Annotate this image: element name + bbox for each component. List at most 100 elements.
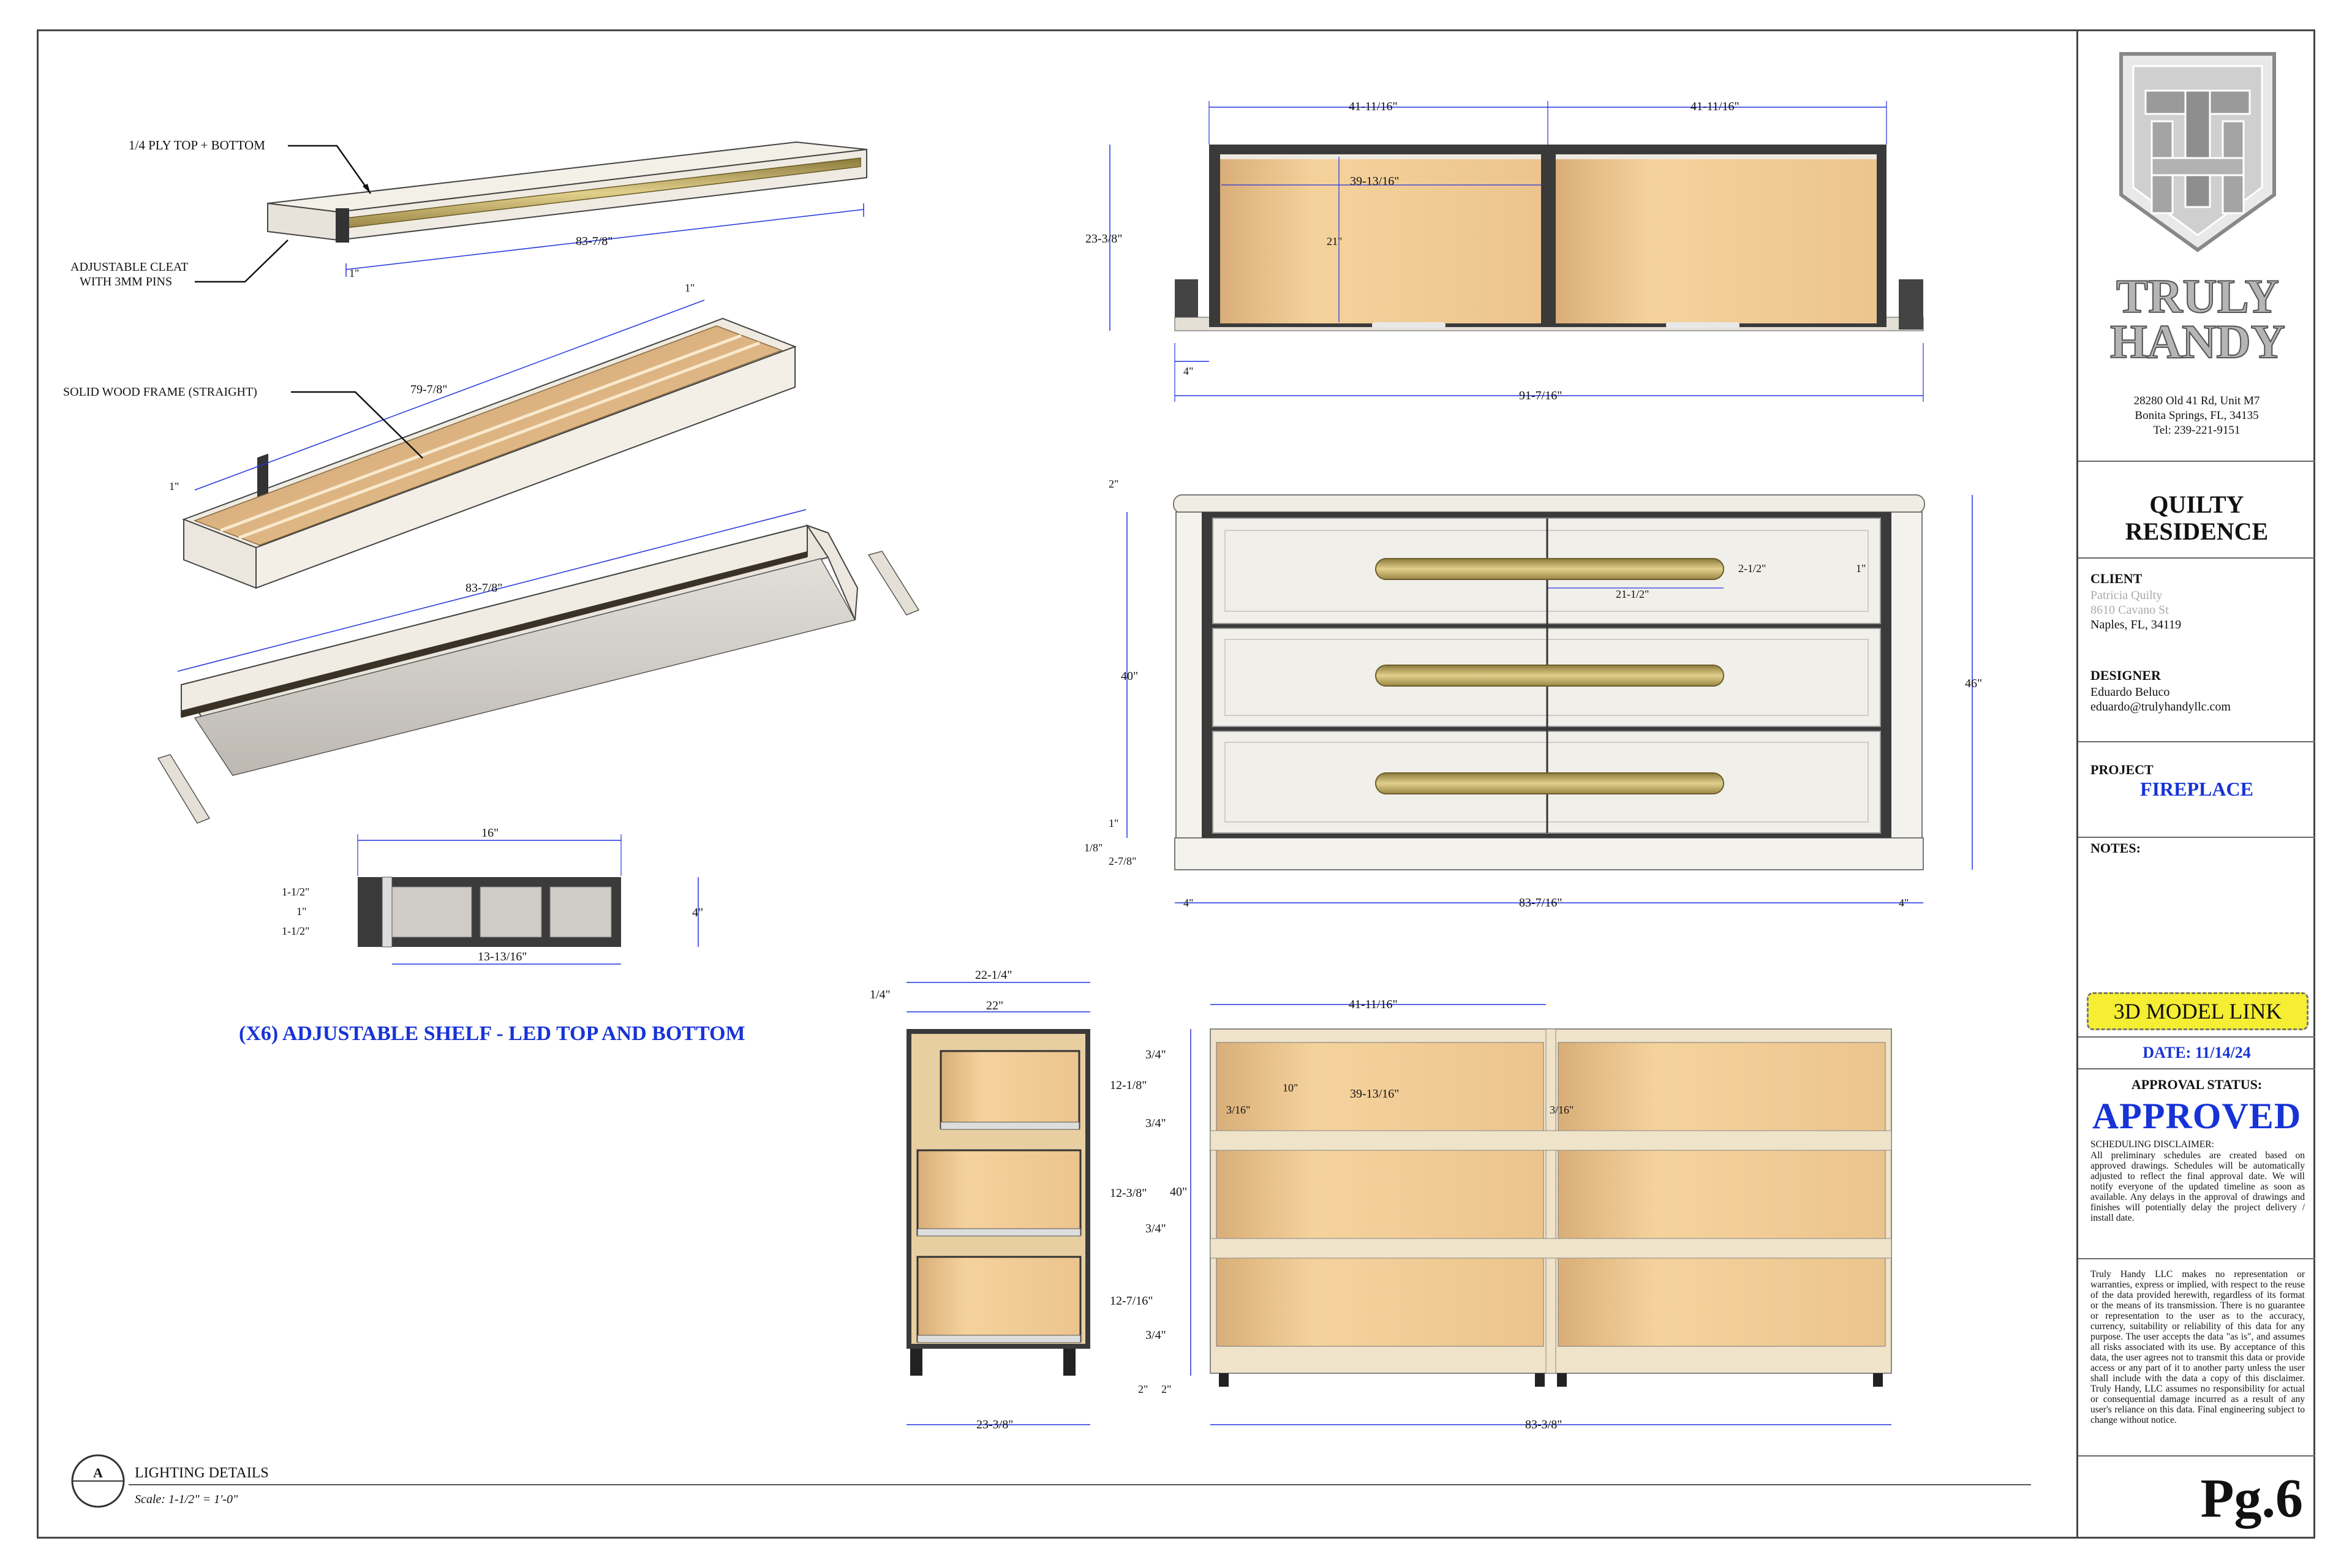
side-h1: 12-1/8" — [1110, 1079, 1147, 1092]
logo-word-2: HANDY — [2110, 315, 2285, 366]
project-title-2: RESIDENCE — [2125, 518, 2269, 545]
client-section: CLIENT Patricia Quilty 8610 Cavano St Na… — [2078, 559, 2315, 742]
dim-top-height: 1" — [349, 267, 359, 279]
detail-title: LIGHTING DETAILS — [135, 1465, 269, 1481]
open-gap-left: 3/16" — [1226, 1104, 1250, 1116]
sheet-border — [37, 29, 2315, 1539]
shelf-frame-view: 79-7/8" 1" 1" SOLID WOOD FRAME (STRAIGHT… — [63, 282, 797, 589]
3d-model-link-button[interactable]: 3D MODEL LINK — [2087, 992, 2309, 1030]
truly-handy-logo: TRULY HANDY — [2109, 52, 2286, 366]
shelf-top-view: 83-7/8" 1" 1/4 PLY TOP + BOTTOM ADJUSTAB… — [70, 138, 867, 288]
side-section: 22-1/4" 22" 1/4" 3/4" 12-1/8" 3/4" 12-3/… — [870, 968, 1191, 1431]
client-name: Patricia Quilty — [2090, 589, 2163, 602]
side-d4: 3/4" — [1145, 1329, 1166, 1342]
page-number: Pg.6 — [2200, 1468, 2303, 1529]
approval-status: APPROVED — [2092, 1096, 2302, 1136]
front-width: 83-7/16" — [1519, 896, 1562, 910]
open-gap-right: 3/16" — [1550, 1104, 1574, 1116]
notes-label: NOTES: — [2090, 840, 2141, 856]
dim-section-width: 16" — [481, 826, 499, 840]
front-reveal: 1" — [1856, 562, 1866, 575]
company-phone: Tel: 239-221-9151 — [2153, 424, 2241, 437]
plan-inner-depth: 21" — [1327, 235, 1342, 247]
side-depth: 23-3/8" — [976, 1418, 1013, 1431]
front-side-right: 4" — [1899, 897, 1909, 909]
callout-ply: 1/4 PLY TOP + BOTTOM — [129, 138, 265, 153]
plan-depth: 23-3/8" — [1085, 232, 1122, 246]
designer-label: DESIGNER — [2090, 668, 2161, 683]
project-value: FIREPLACE — [2140, 778, 2253, 800]
front-side-left: 4" — [1183, 897, 1193, 909]
company-address-2: Bonita Springs, FL, 34135 — [2135, 409, 2259, 422]
front-pull-height: 2-1/2" — [1738, 562, 1766, 575]
project-title-1: QUILTY — [2149, 491, 2244, 518]
side-leg: 2" — [1138, 1383, 1148, 1395]
notes-section: NOTES: — [2078, 838, 2315, 979]
client-label: CLIENT — [2090, 571, 2143, 586]
open-drawer-height: 10" — [1283, 1082, 1298, 1094]
plan-toe: 4" — [1183, 365, 1193, 377]
side-d3: 3/4" — [1145, 1222, 1166, 1235]
company-section: TRULY HANDY 28280 Old 41 Rd, Unit M7 Bon… — [2078, 29, 2315, 462]
plan-width-left: 41-11/16" — [1349, 100, 1398, 113]
dim-top-length: 83-7/8" — [576, 235, 612, 248]
designer-name: Eduardo Beluco — [2090, 685, 2170, 699]
logo-word-1: TRULY — [2116, 270, 2279, 323]
side-h2: 12-3/8" — [1110, 1186, 1147, 1200]
open-drawer-width: 39-13/16" — [1350, 1087, 1399, 1101]
plan-total: 91-7/16" — [1519, 389, 1562, 402]
side-top-offset: 1/4" — [870, 988, 891, 1001]
plan-inner-width: 39-13/16" — [1350, 175, 1399, 188]
side-d2: 3/4" — [1145, 1117, 1166, 1130]
title-block: TRULY HANDY 28280 Old 41 Rd, Unit M7 Bon… — [2076, 29, 2315, 1539]
client-street: 8610 Cavano St — [2090, 603, 2169, 617]
dim-frame-w1: 1" — [685, 282, 695, 294]
dim-section-b: 1" — [296, 905, 306, 918]
open-width: 41-11/16" — [1349, 998, 1398, 1011]
front-total-height: 46" — [1965, 677, 1982, 690]
shelf-title: (X6) ADJUSTABLE SHELF - LED TOP AND BOTT… — [239, 1022, 745, 1045]
disclaimer-title: SCHEDULING DISCLAIMER: — [2090, 1139, 2214, 1150]
date-divider — [2078, 1036, 2315, 1069]
side-h3: 12-7/16" — [1110, 1294, 1153, 1308]
approval-label: APPROVAL STATUS: — [2131, 1077, 2263, 1092]
shelf-section: 16" 4" 13-13/16" 1-1/2" 1" 1-1/2" — [282, 826, 703, 965]
side-d1: 3/4" — [1145, 1048, 1166, 1061]
side-outer-depth: 22-1/4" — [975, 968, 1012, 982]
front-base-b: 2-7/8" — [1109, 855, 1136, 867]
disclaimer-text: All preliminary schedules are created ba… — [2090, 1150, 2305, 1223]
callout-frame: SOLID WOOD FRAME (STRAIGHT) — [63, 385, 257, 399]
callout-cleat-2: WITH 3MM PINS — [80, 275, 172, 288]
front-view: 2" 2-1/2" 21-1/2" 1" 40" 46" 1" 1/8" 2-7… — [1084, 478, 1982, 910]
side-inner-depth: 22" — [986, 999, 1003, 1012]
detail-scale: Scale: 1-1/2" = 1'-0" — [135, 1493, 238, 1506]
detail-footer: A LIGHTING DETAILS Scale: 1-1/2" = 1'-0" — [71, 1454, 2031, 1508]
company-address-1: 28280 Old 41 Rd, Unit M7 — [2133, 394, 2260, 407]
dim-section-inner: 13-13/16" — [478, 950, 527, 963]
front-body-height: 40" — [1121, 669, 1138, 683]
project-section: PROJECT FIREPLACE — [2078, 742, 2315, 838]
front-top: 2" — [1109, 478, 1118, 490]
drawing-area: 83-7/8" 1" 1/4 PLY TOP + BOTTOM ADJUSTAB… — [63, 100, 2031, 1508]
page-divider — [2078, 1455, 2315, 1457]
date-label: DATE: 11/14/24 — [2143, 1044, 2251, 1061]
plan-width-right: 41-11/16" — [1691, 100, 1740, 113]
open-front-view: 41-11/16" 10" 39-13/16" 3/16" 3/16" 83-3… — [1210, 998, 1892, 1431]
legal-text: Truly Handy LLC makes no representation … — [2090, 1269, 2305, 1425]
client-city: Naples, FL, 34119 — [2090, 618, 2182, 631]
front-base-a: 1/8" — [1084, 842, 1102, 854]
side-leg-2: 2" — [1161, 1383, 1171, 1395]
detail-marker: A — [93, 1465, 103, 1480]
project-label: PROJECT — [2090, 762, 2154, 777]
designer-email: eduardo@trulyhandyllc.com — [2090, 700, 2231, 714]
front-bottom-gap: 1" — [1109, 817, 1118, 829]
legal-divider — [2078, 1258, 2315, 1259]
open-total: 83-3/8" — [1525, 1418, 1562, 1431]
plan-view: 41-11/16" 41-11/16" 23-3/8" 39-13/16" 21… — [1085, 100, 1924, 402]
project-title-section: QUILTY RESIDENCE — [2078, 462, 2315, 559]
dim-section-a: 1-1/2" — [282, 886, 309, 898]
front-pull-width: 21-1/2" — [1616, 588, 1649, 600]
dim-frame-length: 79-7/8" — [410, 383, 447, 396]
side-total-height: 40" — [1170, 1185, 1187, 1199]
dim-frame-w2: 1" — [169, 480, 179, 492]
